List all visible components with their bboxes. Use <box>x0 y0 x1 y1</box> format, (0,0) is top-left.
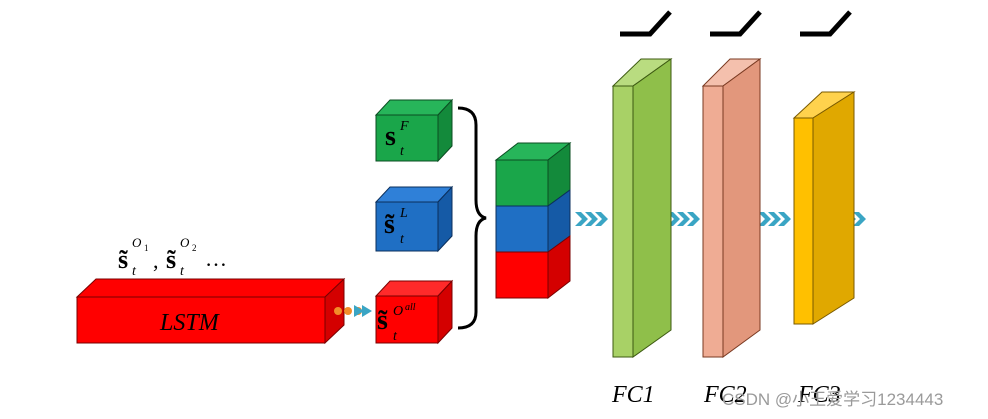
lstm-output-label: s̃ O 1 t , s̃ O 2 t … <box>118 235 227 279</box>
svg-text:t: t <box>132 264 137 279</box>
fc3-label: FC3 <box>797 382 841 408</box>
lstm-label: LSTM <box>159 310 221 336</box>
svg-text:2: 2 <box>192 243 197 253</box>
svg-text:s: s <box>385 121 396 152</box>
watermark: CSDN @小王爱学习1234443 <box>722 390 943 409</box>
svg-text:O: O <box>180 235 190 250</box>
fc2-label: FC2 <box>703 382 747 408</box>
svg-text:all: all <box>405 302 416 313</box>
svg-text:t: t <box>400 144 405 159</box>
svg-text:t: t <box>393 329 398 344</box>
svg-text:s̃: s̃ <box>166 245 176 274</box>
svg-text:1: 1 <box>144 243 149 253</box>
svg-text:s̃: s̃ <box>377 305 388 336</box>
fc1-layer <box>611 58 673 358</box>
svg-text:t: t <box>180 264 185 279</box>
relu-icon-fc3 <box>800 10 852 37</box>
concat-stack <box>494 141 572 300</box>
svg-text:O: O <box>393 304 403 319</box>
fc1-label: FC1 <box>611 382 655 408</box>
svg-text:…: … <box>205 246 227 271</box>
relu-icon-fc1 <box>620 10 672 37</box>
relu-icon-fc2 <box>710 10 762 37</box>
arrow-fc2-to-fc3 <box>758 212 791 226</box>
fc3-layer <box>792 91 856 325</box>
svg-text:s̃: s̃ <box>384 209 395 240</box>
svg-text:O: O <box>132 235 142 250</box>
arrow-fc1-to-fc2 <box>667 212 700 226</box>
concat-brace <box>457 106 487 330</box>
svg-text:s̃: s̃ <box>118 245 128 274</box>
arrow-concat-to-fc1 <box>575 212 608 226</box>
svg-text:L: L <box>399 206 408 221</box>
fc2-layer <box>701 58 762 358</box>
svg-text:t: t <box>400 232 405 247</box>
feature-cube-o-all: s̃ O all t <box>374 279 454 345</box>
feature-cube-f: s F t <box>374 98 454 163</box>
svg-text:,: , <box>153 248 159 273</box>
feature-cube-l: s̃ L t <box>374 185 454 253</box>
lstm-to-feature-arrow <box>334 305 372 317</box>
lstm-block: LSTM <box>75 277 346 345</box>
svg-text:F: F <box>399 119 409 134</box>
